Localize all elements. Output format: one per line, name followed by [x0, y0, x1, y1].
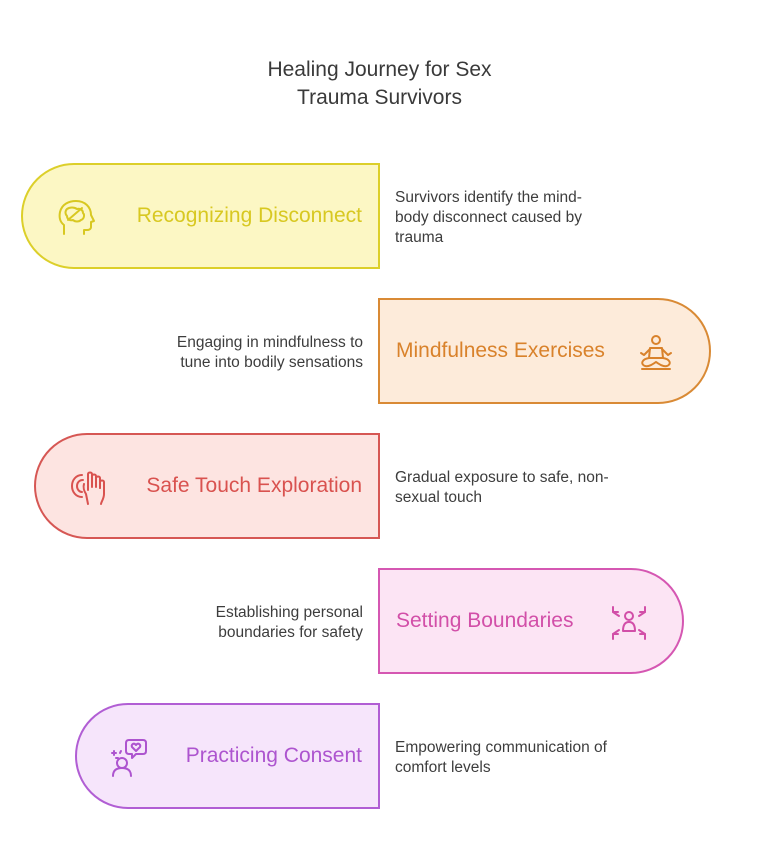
consent-speech-icon: [107, 738, 147, 778]
step-label: Recognizing Disconnect: [136, 204, 362, 227]
page-title: Healing Journey for Sex Trauma Survivors: [0, 56, 759, 112]
title-line-1: Healing Journey for Sex: [267, 58, 492, 81]
step-label: Mindfulness Exercises: [396, 339, 605, 362]
step-description: Survivors identify the mind- body discon…: [395, 189, 582, 246]
step-safe-touch-exploration: Safe Touch Exploration: [34, 433, 380, 539]
meditation-icon: [636, 333, 676, 373]
brain-head-icon: [56, 198, 96, 238]
step-description: Empowering communication of comfort leve…: [395, 739, 607, 776]
step-label: Practicing Consent: [185, 744, 362, 767]
title-line-2: Trauma Survivors: [297, 86, 462, 109]
step-description: Gradual exposure to safe, non- sexual to…: [395, 469, 609, 506]
step-mindfulness-exercises: Mindfulness Exercises: [378, 298, 711, 404]
step-label: Safe Touch Exploration: [146, 474, 362, 497]
touch-hand-icon: [69, 468, 109, 508]
boundaries-person-icon: [609, 603, 649, 643]
step-practicing-consent: Practicing Consent: [75, 703, 380, 809]
step-recognizing-disconnect: Recognizing Disconnect: [21, 163, 380, 269]
step-label: Setting Boundaries: [396, 609, 574, 632]
step-setting-boundaries: Setting Boundaries: [378, 568, 684, 674]
step-description: Establishing personal boundaries for saf…: [215, 604, 363, 641]
step-description: Engaging in mindfulness to tune into bod…: [176, 334, 363, 371]
